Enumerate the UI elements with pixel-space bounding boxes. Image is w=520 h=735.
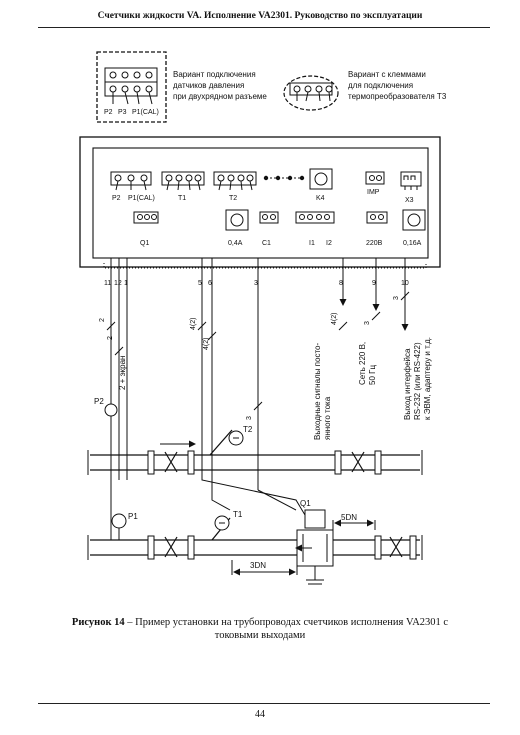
terminal-t1: T1 — [178, 195, 186, 202]
inset-terminal-p2: P2 — [104, 109, 113, 116]
dimension-3dn: 3DN — [250, 561, 266, 570]
figure-label: Рисунок 14 — [71, 617, 125, 628]
analog-out-note-1: Выходные сигналы посто- — [313, 343, 322, 440]
footer-rule — [38, 703, 490, 704]
wire-count: 3 — [393, 296, 400, 300]
wire-number-11: 11 — [104, 280, 111, 287]
wire-number-6: 6 — [208, 280, 212, 287]
sensor-q1: Q1 — [300, 499, 311, 508]
lower-pipeline — [87, 395, 423, 585]
analog-out-note-2: янного тока — [323, 396, 332, 440]
page-number: 44 — [255, 709, 265, 720]
terminal-t2: T2 — [229, 195, 237, 202]
dimension-5dn: 5DN — [341, 513, 357, 522]
wire-number-8: 8 — [339, 280, 343, 287]
wire-count-labels: 2 2 4(2) 4(2) 3 4(2) 3 3 — [99, 296, 400, 420]
terminal-imp: IMP — [367, 189, 380, 196]
inset-terminal-p1: P1(CAL) — [132, 109, 159, 116]
wire-bus — [103, 258, 427, 500]
wire-number-10: 10 — [401, 280, 409, 287]
wire-count: 4(2) — [203, 338, 210, 350]
sensor-p1: P1 — [128, 512, 138, 521]
wire-count: 2 — [99, 318, 106, 322]
inset-terminal-p3: P3 — [118, 109, 127, 116]
inset-right-caption-3: термопреобразователя T3 — [348, 92, 447, 101]
terminal-q1: Q1 — [140, 240, 149, 247]
figure-caption: Рисунок 14 – Пример установки на трубопр… — [60, 616, 460, 642]
terminal-c1: C1 — [262, 240, 271, 247]
interface-note-2: RS-232 (или RS-422) — [413, 342, 422, 420]
inset-left-caption-3: при двухрядном разъеме — [173, 92, 267, 101]
inset-left-caption-2: датчиков давления — [173, 81, 244, 90]
inset-left-caption-1: Вариант подключения — [173, 70, 256, 79]
terminal-k4: K4 — [316, 195, 325, 202]
sensor-p2: P2 — [94, 397, 104, 406]
terminal-p1-cal: P1(CAL) — [128, 195, 155, 202]
terminal-p2: P2 — [112, 195, 121, 202]
terminal-220v: 220B — [366, 240, 383, 247]
wire-number-3: 3 — [254, 280, 258, 287]
interface-note-3: к ЭВМ, адаптеру и т.д. — [423, 337, 432, 420]
wire-count: 4(2) — [190, 318, 197, 330]
terminal-i1: I1 — [309, 240, 315, 247]
mains-note-1: Сеть 220 В, — [358, 342, 367, 385]
sensor-t2: T2 — [243, 425, 253, 434]
inset-right-caption-1: Вариант с клеммами — [348, 70, 426, 79]
terminal-x3: X3 — [405, 197, 414, 204]
wire-count: 3 — [364, 321, 371, 325]
wire-number-5: 5 — [198, 280, 202, 287]
figure-caption-text: – Пример установки на трубопроводах счет… — [127, 617, 449, 641]
header-rule — [38, 27, 490, 28]
mains-note-2: 50 Гц — [368, 365, 377, 385]
fuse-016a: 0,16A — [403, 240, 422, 247]
device-box: P2 P1(CAL) T1 T2 K4 IMP X3 Q1 0,4A C1 — [79, 136, 441, 268]
wire-count: 2 — [107, 336, 114, 340]
sensor-t1: T1 — [233, 510, 243, 519]
inset-right-caption-2: для подключения — [348, 81, 413, 90]
running-header: Счетчики жидкости VA. Исполнение VA2301.… — [97, 11, 423, 21]
wire-count: 3 — [246, 416, 253, 420]
terminal-i2: I2 — [326, 240, 332, 247]
wire-number-1: 1 — [124, 280, 128, 287]
wire-number-9: 9 — [372, 280, 376, 287]
screen-note: 2 + экран — [118, 356, 127, 390]
wire-count: 4(2) — [331, 313, 338, 325]
fuse-04a: 0,4A — [228, 240, 243, 247]
wire-number-12: 12 — [114, 280, 122, 287]
upper-pipeline — [87, 403, 423, 475]
inset-right: Вариант с клеммами для подключения термо… — [283, 70, 447, 111]
inset-left: P2 P3 P1(CAL) Вариант подключения датчик… — [96, 51, 267, 123]
interface-note-1: Выход интерфейса — [403, 348, 412, 420]
